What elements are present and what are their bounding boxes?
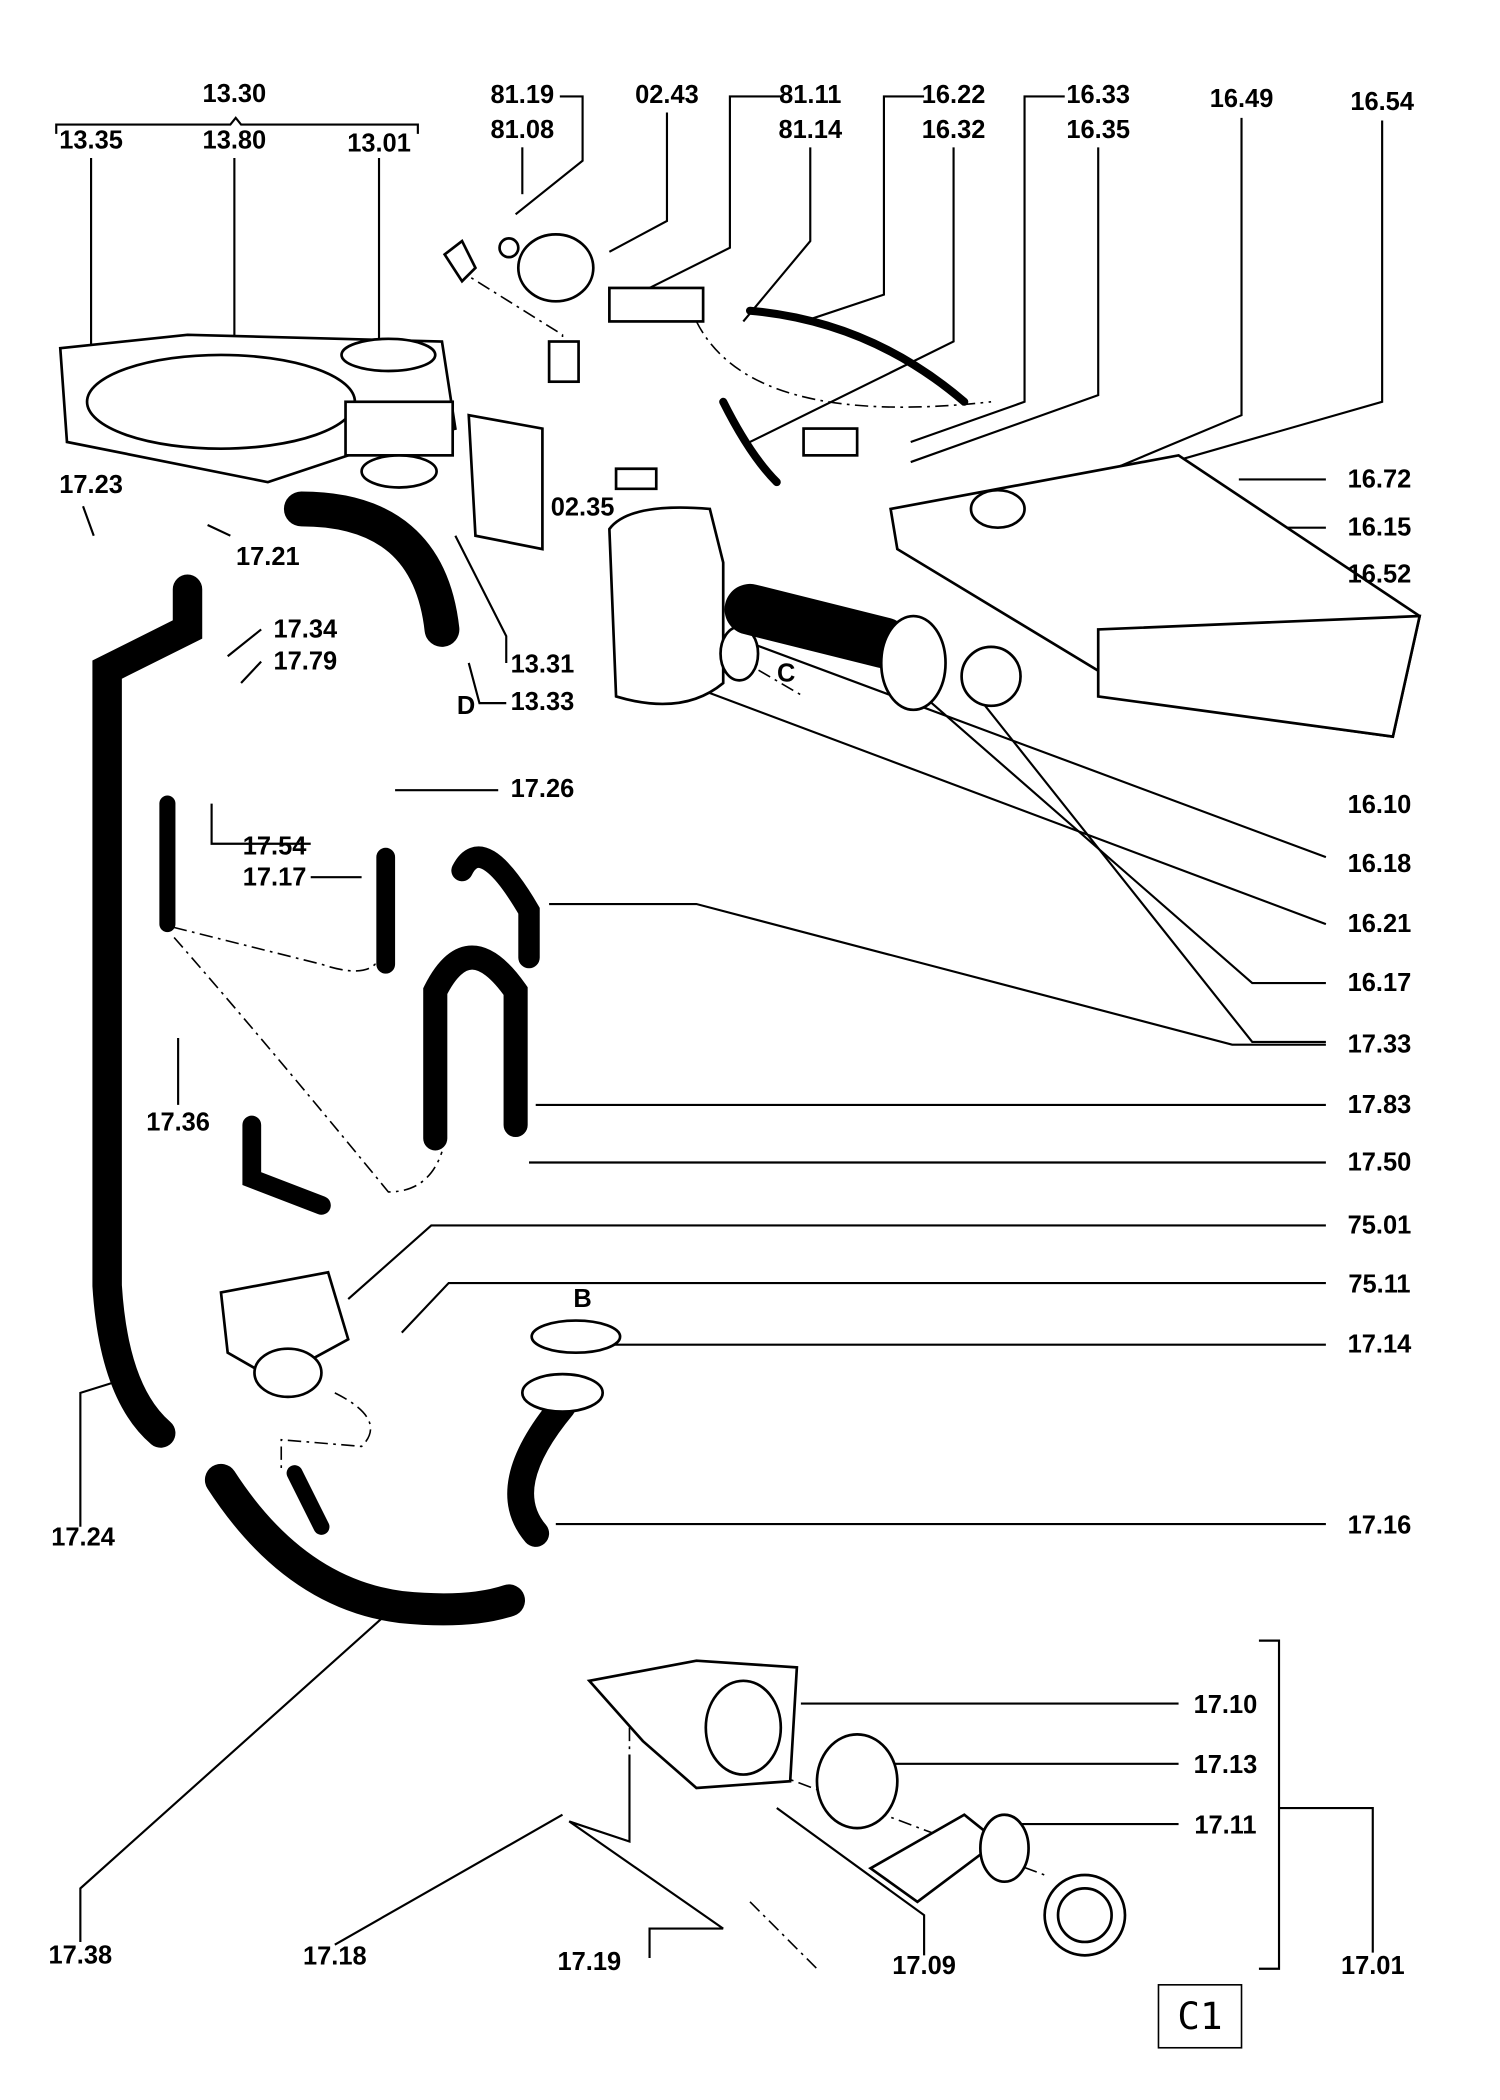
label-17-21: 17.21 — [236, 543, 300, 571]
label-d: D — [457, 692, 475, 720]
bracket-13-30 — [55, 116, 419, 134]
label-16-52: 16.52 — [1348, 561, 1412, 589]
label-16-35: 16.35 — [1066, 116, 1130, 144]
label-81-14: 81.14 — [778, 116, 843, 144]
label-16-17: 16.17 — [1348, 969, 1412, 997]
label-17-50: 17.50 — [1348, 1149, 1412, 1177]
label-17-83: 17.83 — [1348, 1091, 1412, 1119]
label-16-18: 16.18 — [1348, 850, 1412, 878]
label-13-33: 13.33 — [511, 688, 575, 716]
label-16-10: 16.10 — [1348, 791, 1412, 819]
label-81-19: 81.19 — [490, 81, 554, 109]
valve-assembly — [442, 233, 969, 491]
label-13-01: 13.01 — [347, 129, 411, 157]
label-75-01: 75.01 — [1348, 1211, 1412, 1239]
filter-assembly — [568, 1659, 1127, 1957]
label-17-36: 17.36 — [146, 1108, 210, 1136]
label-16-21: 16.21 — [1348, 910, 1412, 938]
label-17-09: 17.09 — [892, 1952, 956, 1980]
label-17-10: 17.10 — [1194, 1691, 1258, 1719]
label-c: C — [777, 660, 795, 688]
label-17-13: 17.13 — [1194, 1751, 1258, 1779]
label-81-08: 81.08 — [490, 116, 554, 144]
label-17-38: 17.38 — [49, 1941, 113, 1969]
label-13-80: 13.80 — [203, 127, 267, 155]
label-02-35: 02.35 — [551, 494, 615, 522]
label-16-15: 16.15 — [1348, 514, 1412, 542]
label-17-17: 17.17 — [243, 863, 307, 891]
label-17-18: 17.18 — [303, 1943, 367, 1971]
label-17-01: 17.01 — [1341, 1952, 1405, 1980]
label-16-72: 16.72 — [1348, 466, 1412, 494]
label-b: B — [573, 1285, 591, 1313]
label-16-32: 16.32 — [922, 116, 986, 144]
label-17-19: 17.19 — [557, 1948, 621, 1976]
sump-housing — [608, 506, 1022, 712]
label-17-79: 17.79 — [274, 648, 338, 676]
label-16-54: 16.54 — [1350, 88, 1415, 116]
pump-assembly — [219, 1270, 622, 1413]
label-17-14: 17.14 — [1348, 1331, 1413, 1359]
label-17-33: 17.33 — [1348, 1031, 1412, 1059]
label-16-22: 16.22 — [922, 81, 986, 109]
label-13-31: 13.31 — [511, 650, 575, 678]
blower-assembly — [58, 333, 544, 647]
label-17-11: 17.11 — [1194, 1811, 1256, 1839]
label-17-34: 17.34 — [274, 616, 339, 644]
label-16-49: 16.49 — [1210, 85, 1274, 113]
page-reference: C1 — [1177, 1994, 1222, 2038]
label-13-35: 13.35 — [59, 127, 123, 155]
label-17-16: 17.16 — [1348, 1511, 1412, 1539]
label-17-24: 17.24 — [51, 1524, 116, 1552]
label-17-23: 17.23 — [59, 471, 123, 499]
label-02-43: 02.43 — [635, 81, 699, 109]
hoses — [92, 574, 576, 1626]
label-17-26: 17.26 — [511, 775, 575, 803]
dispenser-drawer — [889, 453, 1422, 739]
label-13-30: 13.30 — [203, 80, 267, 108]
page-reference-box: C1 — [1157, 1984, 1243, 2049]
part-labels: 13.30 13.35 13.80 13.01 81.19 81.08 02.4… — [49, 80, 1415, 1980]
label-81-11: 81.11 — [779, 81, 841, 109]
label-75-11: 75.11 — [1348, 1270, 1410, 1298]
label-17-54: 17.54 — [243, 832, 308, 860]
label-16-33: 16.33 — [1066, 81, 1130, 109]
